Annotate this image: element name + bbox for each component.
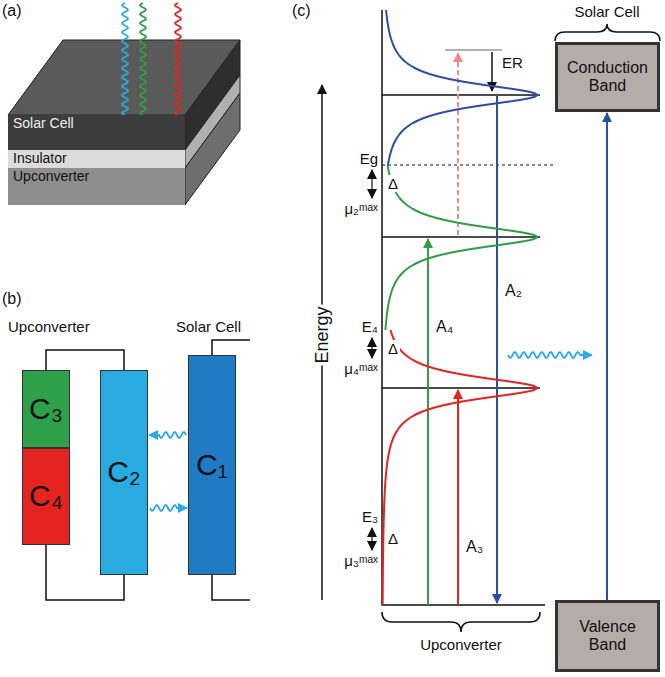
virtual-level bbox=[445, 49, 502, 51]
node-text: C₁ bbox=[196, 448, 228, 483]
panel-label: (b) bbox=[2, 290, 22, 308]
delta-label: Δ bbox=[386, 340, 400, 357]
delta-label: Δ bbox=[386, 530, 400, 547]
energy-axis bbox=[382, 10, 545, 605]
slab-faces bbox=[8, 40, 240, 205]
energy-label: μ₃ᵐᵃˣ bbox=[344, 552, 378, 569]
node-text: Solar Cell bbox=[13, 115, 74, 131]
band-box: Conduction Band bbox=[555, 42, 660, 112]
transition-label: A₂ bbox=[505, 282, 522, 300]
energy-label: μ₂ᵐᵃˣ bbox=[344, 200, 378, 217]
node-text: Insulator bbox=[13, 150, 67, 166]
bandgap-line bbox=[382, 165, 555, 166]
node-text: Valence Band bbox=[562, 618, 653, 655]
density-peak bbox=[385, 165, 537, 330]
panel-label: (c) bbox=[292, 2, 311, 20]
cell-box: C₃ bbox=[22, 370, 70, 448]
photon-connector bbox=[150, 505, 187, 511]
part-title: Solar Cell bbox=[176, 318, 241, 335]
peak-line bbox=[382, 95, 540, 388]
energy-label: E₃ bbox=[362, 508, 378, 525]
energy-label: ER bbox=[502, 54, 523, 71]
circuit-wire bbox=[46, 350, 124, 370]
cell-box: C₂ bbox=[100, 370, 148, 575]
delta-label: Δ bbox=[386, 175, 400, 192]
density-peak bbox=[386, 10, 537, 165]
axis-label: Energy bbox=[312, 304, 333, 365]
emission-arrow bbox=[496, 95, 498, 603]
node-text: C₃ bbox=[29, 392, 63, 427]
panel-label: (a) bbox=[2, 2, 22, 20]
cell-box: C₁ bbox=[188, 355, 236, 575]
photon-connector bbox=[149, 432, 186, 438]
absorption-arrow bbox=[427, 239, 429, 605]
brace bbox=[382, 24, 660, 632]
band-box: Valence Band bbox=[555, 600, 660, 672]
photon-arrow bbox=[508, 352, 592, 358]
absorption-connector bbox=[606, 113, 608, 600]
node-text: C₂ bbox=[107, 455, 140, 490]
transition-label: A₄ bbox=[436, 318, 453, 336]
cell-box: C₄ bbox=[22, 448, 70, 545]
energy-label: μ₄ᵐᵃˣ bbox=[344, 360, 378, 377]
transition-label: A₃ bbox=[466, 538, 483, 556]
layer-band: Solar Cell bbox=[8, 115, 185, 150]
node-text: Conduction Band bbox=[562, 59, 653, 96]
node-text: Upconverter bbox=[13, 168, 89, 184]
part-title: Solar Cell bbox=[574, 3, 639, 20]
node-text: C₄ bbox=[29, 479, 63, 514]
energy-label: Eg bbox=[360, 150, 378, 167]
part-title: Upconverter bbox=[8, 318, 90, 335]
density-peak bbox=[383, 330, 537, 605]
absorption-arrow bbox=[457, 390, 459, 605]
layer-band: Upconverter bbox=[8, 168, 185, 205]
energy-label: E₄ bbox=[362, 318, 378, 335]
part-title: Upconverter bbox=[420, 636, 502, 653]
